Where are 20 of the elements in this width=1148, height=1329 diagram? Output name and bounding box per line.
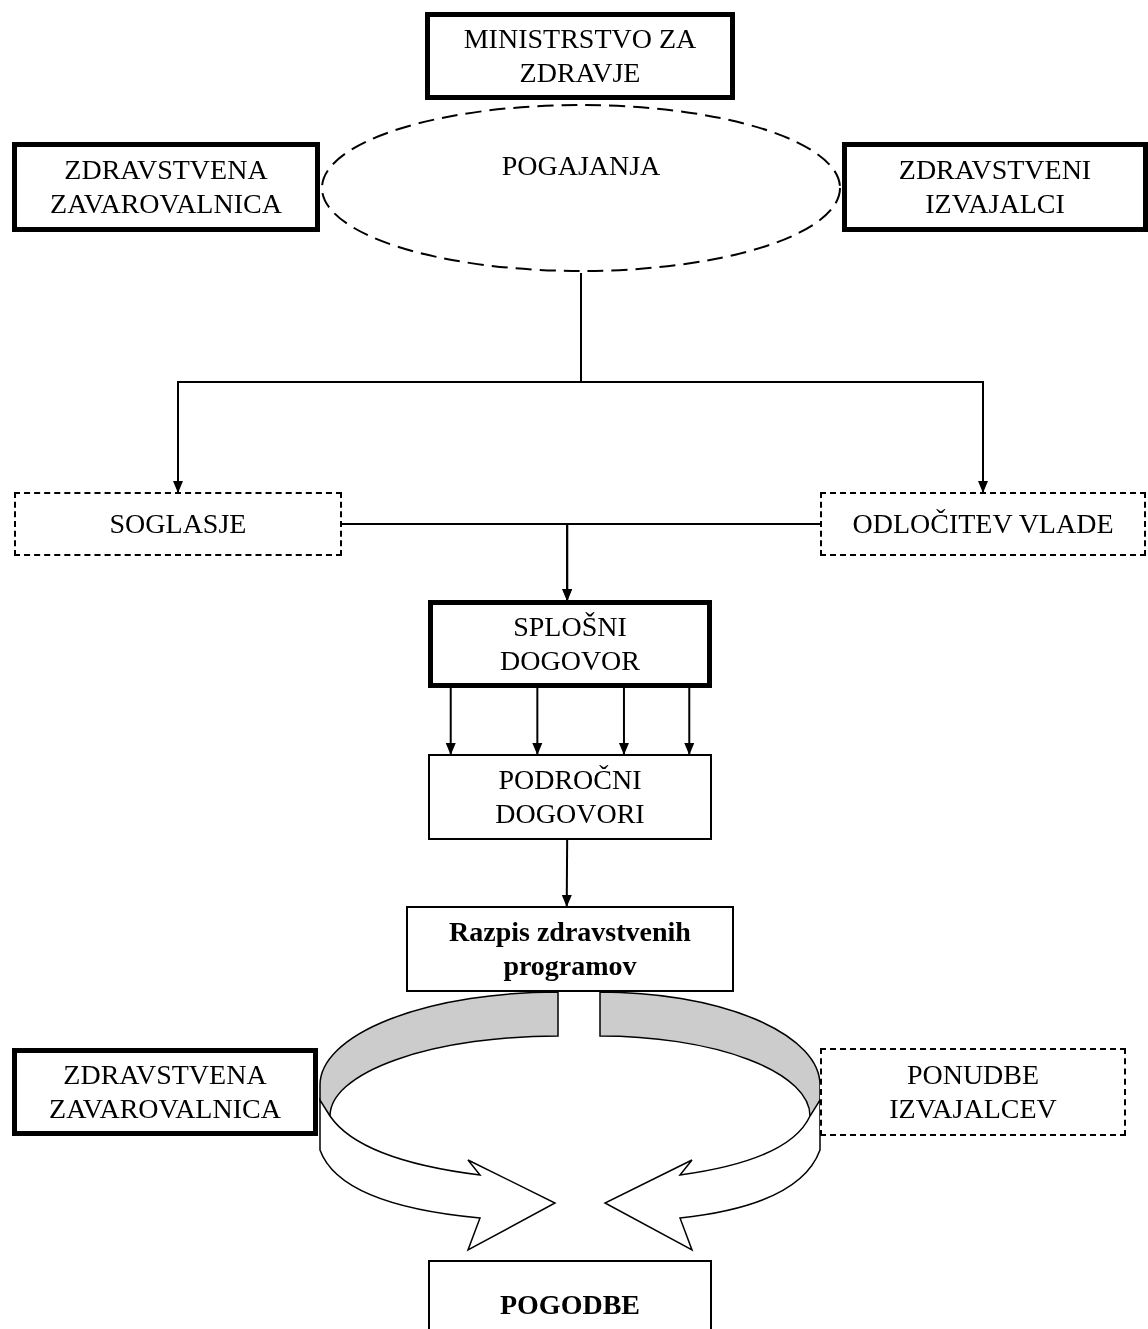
tender-box: Razpis zdravstvenih programov <box>406 906 734 992</box>
curved-block-arrow <box>599 991 821 1251</box>
area-agreements-box: PODROČNI DOGOVORI <box>428 754 712 840</box>
insurer-box: ZDRAVSTVENA ZAVAROVALNICA <box>12 1048 318 1136</box>
offers-box: PONUDBE IZVAJALCEV <box>820 1048 1126 1136</box>
arrow <box>562 523 821 601</box>
government-decision-box: ODLOČITEV VLADE <box>820 492 1146 556</box>
arrow <box>618 687 629 755</box>
contracts-box: POGODBE <box>428 1260 712 1329</box>
dashed-ellipse: POGAJANJA <box>320 103 842 273</box>
arrow <box>561 839 572 907</box>
arrow <box>532 687 543 755</box>
arrow <box>684 687 695 755</box>
ministry-box: MINISTRSTVO ZA ZDRAVJE <box>425 12 735 100</box>
insurer-box: ZDRAVSTVENA ZAVAROVALNICA <box>12 142 320 232</box>
consent-box: SOGLASJE <box>14 492 342 556</box>
arrow <box>445 687 456 755</box>
general-agreement-box: SPLOŠNI DOGOVOR <box>428 600 712 688</box>
providers-box: ZDRAVSTVENI IZVAJALCI <box>842 142 1148 232</box>
curved-block-arrow <box>319 991 559 1251</box>
